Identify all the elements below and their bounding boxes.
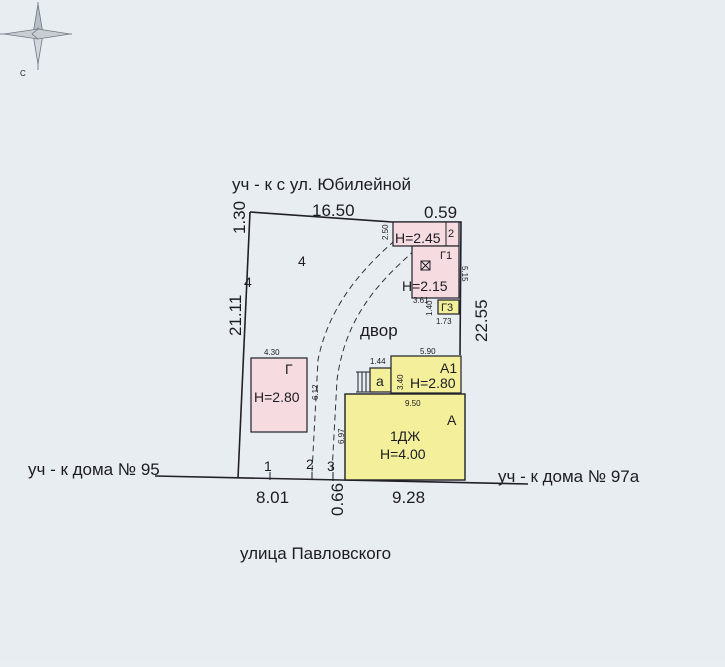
annex-a-width: 1.44: [370, 357, 386, 366]
street-label: улица Павловского: [240, 544, 391, 563]
compass-icon: [0, 2, 72, 70]
point-4-left: 4: [244, 274, 252, 290]
building-g3-bottom: 1.73: [436, 317, 452, 326]
dim-left-short: 1.30: [230, 201, 249, 234]
point-4-top: 4: [298, 253, 306, 269]
building-g1: [411, 245, 460, 299]
building-g2-letter: 2: [448, 228, 454, 240]
dim-right-long: 22.55: [472, 299, 491, 342]
building-g3-letter: Г3: [441, 302, 453, 314]
building-a1-height: Н=2.80: [410, 375, 456, 391]
building-a-letter: А: [447, 412, 457, 428]
top-neighbor-label: уч - к с ул. Юбилейной: [232, 175, 411, 194]
annex-a-letter: а: [376, 373, 384, 389]
dim-bottom-right: 9.28: [392, 488, 425, 507]
building-a-height: Н=4.00: [380, 446, 426, 462]
yard-label: двор: [360, 321, 398, 340]
building-a-name: 1ДЖ: [390, 428, 420, 444]
right-neighbor-label: уч - к дома № 97а: [498, 467, 640, 486]
building-a1-side: 3.40: [396, 374, 405, 390]
building-g2-height: Н=2.45: [395, 230, 441, 246]
building-g-width: 4.30: [264, 348, 280, 357]
street-line: [154, 475, 529, 485]
building-g1-height: Н=2.15: [402, 278, 448, 294]
building-a1-letter: А1: [440, 360, 457, 376]
building-g-letter: Г: [285, 361, 293, 377]
building-g: [250, 357, 308, 433]
driveway-path-right: [331, 249, 416, 473]
building-a-width: 9.50: [405, 399, 421, 408]
building-g2-side: 2.50: [381, 224, 390, 240]
left-neighbor-label: уч - к дома № 95: [28, 460, 160, 479]
building-g-side: 6.12: [311, 384, 320, 400]
point-1: 1: [264, 458, 272, 474]
dim-bottom-left: 8.01: [256, 488, 289, 507]
building-a-side: 6.97: [337, 428, 346, 444]
driveway-path-left: [311, 227, 411, 473]
building-g3-width: 3.61: [413, 296, 429, 305]
lot-boundary-left: [237, 211, 251, 479]
building-g1-side: 5.15: [460, 266, 469, 282]
point-2: 2: [306, 456, 314, 472]
building-a1-width: 5.90: [420, 347, 436, 356]
dim-top-right: 0.59: [424, 203, 457, 222]
dim-top-left: 16.50: [312, 201, 355, 220]
building-g3: [437, 299, 460, 315]
building-g3-side: 1.40: [425, 300, 434, 316]
building-a: [344, 393, 466, 481]
dim-left-long: 21.11: [226, 295, 245, 336]
stairs-icon: [356, 371, 370, 393]
building-g-height: Н=2.80: [254, 389, 300, 405]
point-3: 3: [327, 458, 335, 474]
building-a1: [390, 355, 462, 394]
chimney-icon: [420, 260, 431, 271]
dim-bottom-gap: 0.66: [328, 483, 347, 516]
compass-north-letter: С: [20, 69, 26, 78]
building-g1-letter: Г1: [440, 250, 452, 262]
